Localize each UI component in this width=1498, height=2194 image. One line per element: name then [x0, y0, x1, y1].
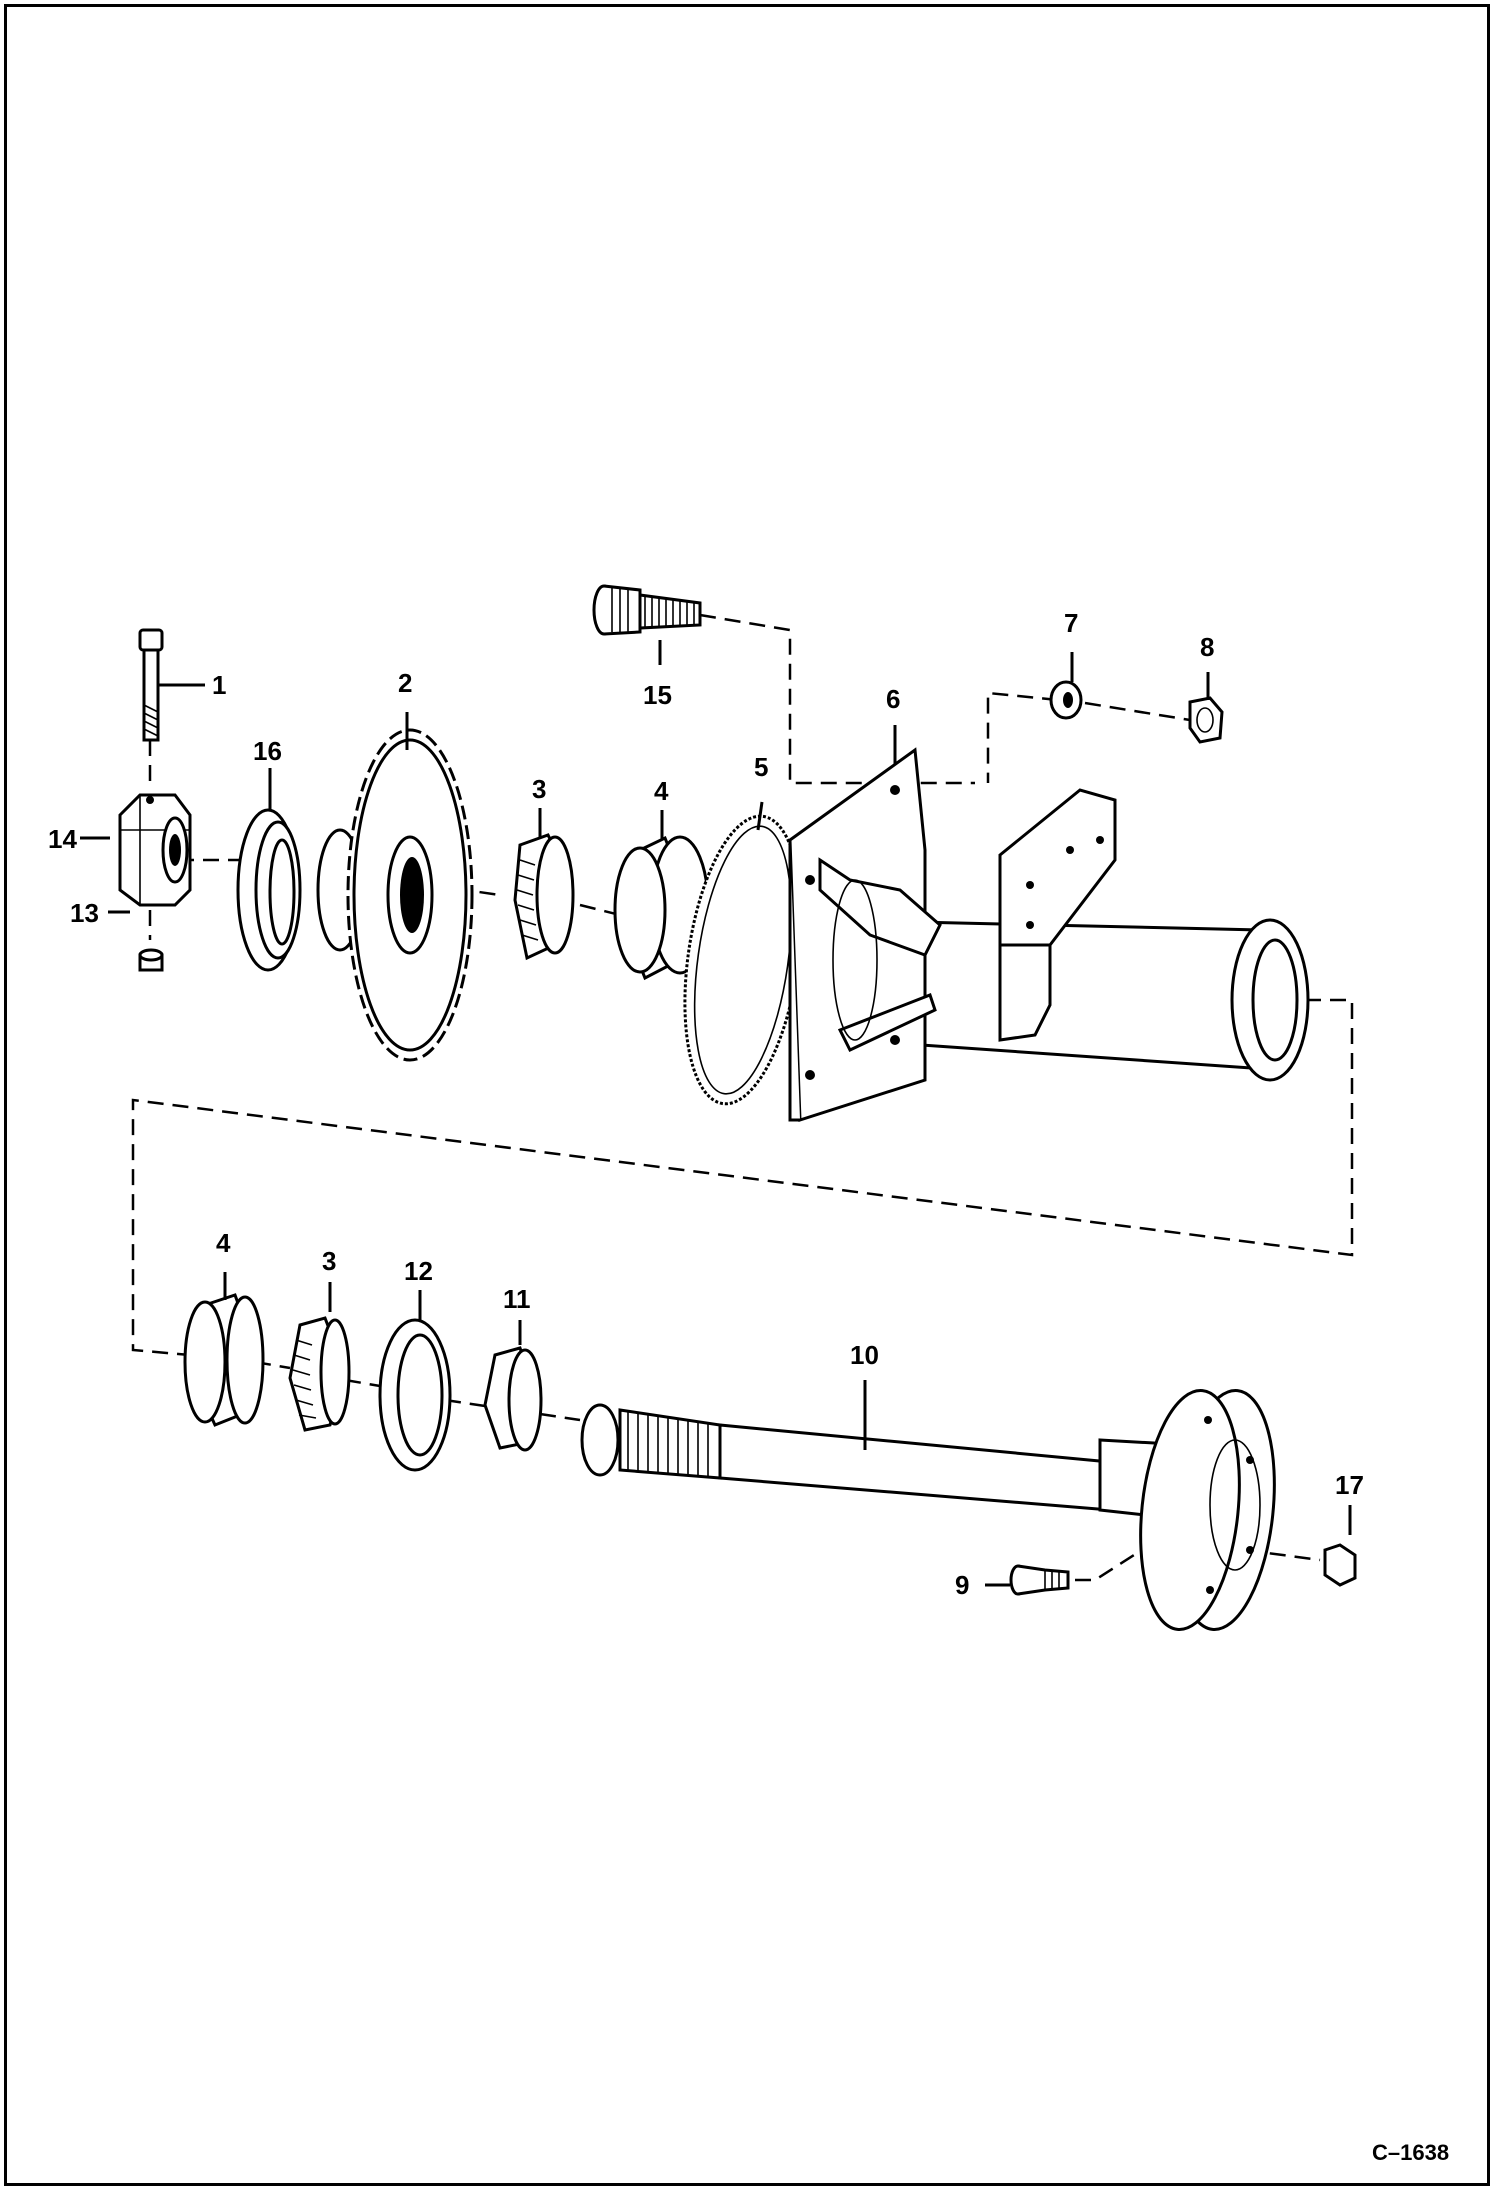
label-1: 1 [212, 670, 226, 700]
part-16-seal [236, 808, 302, 972]
label-5: 5 [754, 752, 768, 782]
leader-lines [80, 640, 1352, 1587]
part-2-sprocket [316, 728, 474, 1062]
part-3-bearing-lower [288, 1316, 351, 1432]
part-11-seal [483, 1346, 543, 1452]
label-16: 16 [253, 736, 282, 766]
label-3-lower: 3 [322, 1246, 336, 1276]
part-8-nut [1188, 696, 1224, 744]
part-4-cup-upper [613, 835, 710, 981]
part-9-stud [1009, 1564, 1070, 1596]
part-10-axle-shaft [580, 1389, 1276, 1631]
part-5-gasket [683, 814, 803, 1106]
label-11: 11 [503, 1284, 531, 1314]
drawing-code: C–1638 [1372, 2140, 1449, 2165]
label-17: 17 [1335, 1470, 1364, 1500]
label-13: 13 [70, 898, 99, 928]
part-4-cup-lower [183, 1293, 265, 1427]
label-4-upper: 4 [654, 776, 669, 806]
label-6: 6 [886, 684, 900, 714]
part-7-washer [1049, 680, 1083, 720]
label-7: 7 [1064, 608, 1078, 638]
label-12: 12 [404, 1256, 433, 1286]
part-labels: 1 14 13 16 2 3 4 5 6 7 8 15 4 3 12 11 10… [48, 608, 1449, 2165]
label-8: 8 [1200, 632, 1214, 662]
label-14: 14 [48, 824, 77, 854]
part-6-axle-housing [788, 747, 1310, 1123]
part-1-bolt [138, 628, 164, 742]
label-10: 10 [850, 1340, 879, 1370]
part-3-bearing-upper [513, 833, 575, 961]
drawing-frame [4, 4, 1490, 2186]
label-2: 2 [398, 668, 412, 698]
label-3-upper: 3 [532, 774, 546, 804]
part-12-spacer [378, 1318, 452, 1472]
part-14-slotted-nut [118, 793, 192, 907]
part-13-nut [138, 948, 164, 972]
label-4-lower: 4 [216, 1228, 231, 1258]
part-15-stud [592, 584, 702, 636]
part-17-nut [1323, 1543, 1357, 1587]
label-9: 9 [955, 1570, 969, 1600]
label-15: 15 [643, 680, 672, 710]
